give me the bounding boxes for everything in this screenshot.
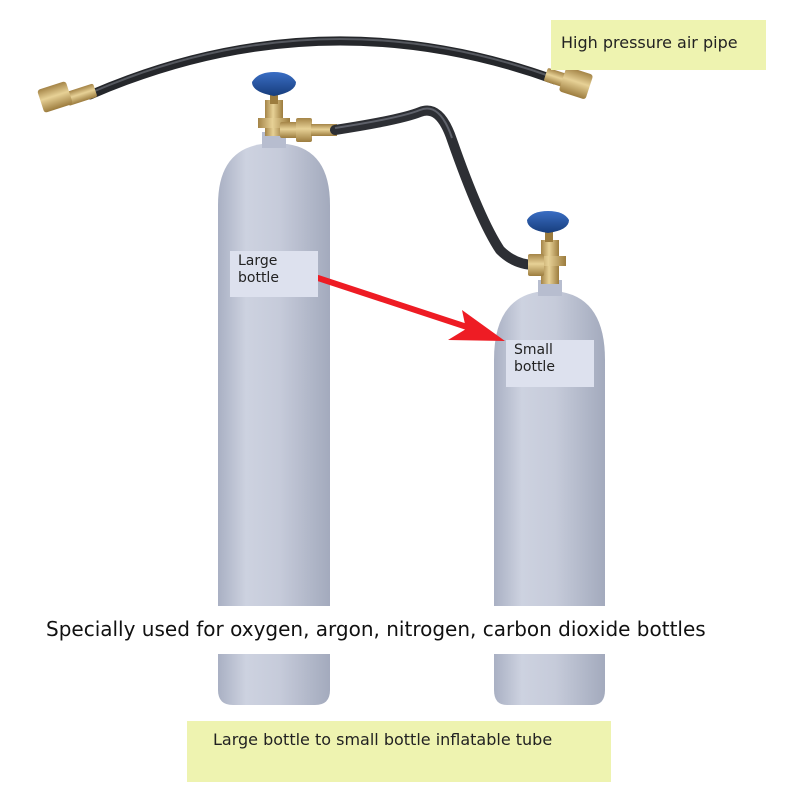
large-bottle-label-line2: bottle [238,269,279,286]
red-arrow-icon [315,275,505,341]
pipe-fitting-right [544,67,593,99]
large-valve-knob [252,72,296,96]
small-valve-knob [527,211,569,233]
large-bottle-label: Large bottle [230,251,318,297]
small-bottle-label-line1: Small [514,342,553,358]
caption-text: Large bottle to small bottle inflatable … [213,730,553,749]
usage-description: Specially used for oxygen, argon, nitrog… [0,606,800,654]
caption: Large bottle to small bottle inflatable … [187,721,611,782]
pipe-label: High pressure air pipe [551,20,766,70]
small-label-bg [506,340,594,387]
caption-bg [187,721,611,782]
high-pressure-air-pipe [37,36,593,113]
pipe-label-bg [551,20,766,70]
large-bottle-valve [252,72,337,142]
pipe-fitting-left [37,81,97,113]
small-bottle-valve [527,211,569,284]
pipe-label-text: High pressure air pipe [561,33,738,52]
small-bottle-label-line2: bottle [514,358,555,375]
large-bottle-label-line1: Large [238,253,278,269]
small-bottle [494,211,605,705]
small-bottle-label: Small bottle [506,340,594,387]
inflatable-hose [330,105,540,270]
large-label-bg [230,251,318,297]
